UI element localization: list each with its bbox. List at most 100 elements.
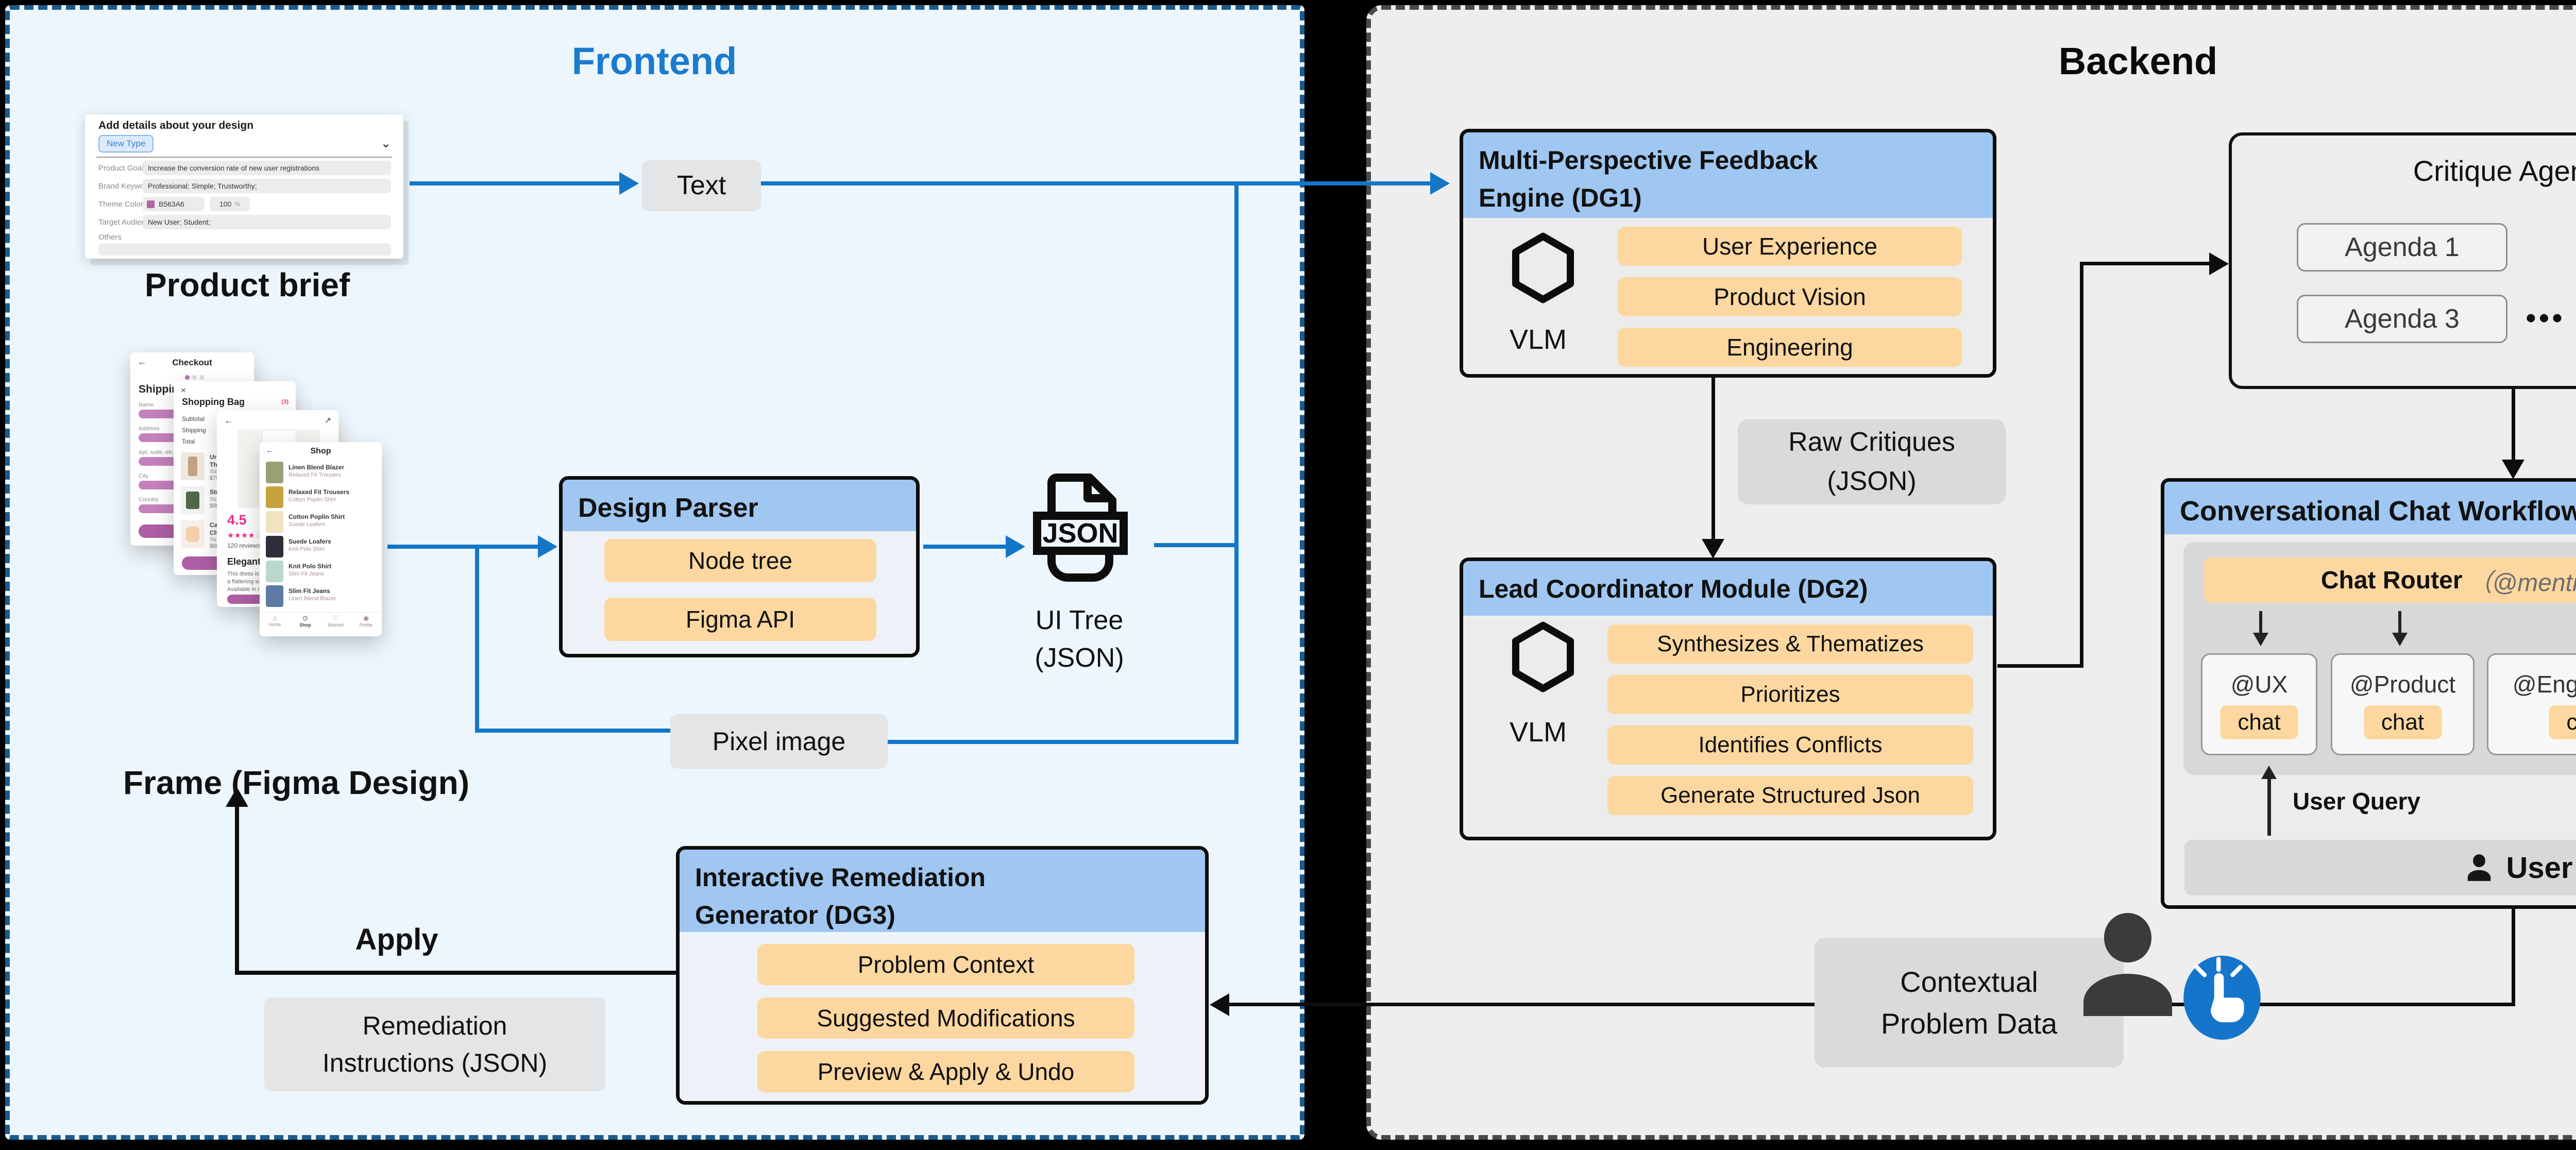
contextual-problem-node: Contextual Problem Data [1815, 938, 2124, 1068]
item-title: Cotton Poplin Shirt [289, 513, 345, 520]
close-icon: × [181, 385, 186, 395]
chevron-down-icon[interactable]: ⌄ [380, 137, 391, 150]
item-thumb [266, 486, 283, 508]
product-brief-card: Add details about your design New Type ⌄… [85, 114, 403, 259]
item-thumb [181, 452, 205, 480]
opacity-value: 100 [219, 200, 232, 208]
item-subtitle: Knit Polo Shirt [289, 546, 325, 552]
product-goal-field[interactable]: Increase the conversion rate of new user… [143, 161, 391, 175]
design-parser-title: Design Parser [563, 480, 916, 531]
chat-chip: chat [2220, 705, 2298, 739]
connector-branch-down [475, 545, 479, 733]
screen-title: Shopping Bag [182, 397, 245, 407]
home-icon: ⌂ [273, 614, 277, 622]
user-query-label: User Query [2293, 788, 2421, 815]
connector-trunk [1234, 181, 1239, 744]
agent-engineering-card: @Engineering chat [2487, 653, 2576, 755]
divider [96, 157, 392, 158]
prioritizes-pill: Prioritizes [1607, 675, 1973, 714]
item-price: $90 [210, 503, 219, 509]
target-audience-field[interactable]: New User; Student; [143, 215, 391, 229]
user-experience-pill: User Experience [1618, 227, 1962, 266]
bag-row: Shipping [182, 427, 206, 434]
field-label: Name [139, 402, 154, 408]
problem-context-pill: Problem Context [757, 944, 1134, 985]
brief-heading: Add details about your design [98, 120, 254, 131]
item-price: $80 [210, 543, 219, 549]
field-label: Target Audience [98, 218, 154, 227]
tab-home: ⌂Home [260, 614, 290, 627]
user-query-arrowhead [2261, 766, 2277, 779]
openai-logo-icon [1502, 227, 1584, 312]
arrowhead-into-parser [538, 535, 557, 558]
field-label: Product Goal [98, 164, 144, 173]
agent-product-card: @Product chat [2331, 653, 2475, 755]
frames-caption: Frame (Figma Design) [123, 764, 470, 801]
product-vision-pill: Product Vision [1618, 277, 1962, 316]
carousel-dot [192, 375, 197, 380]
item-thumb [266, 511, 283, 533]
item-subtitle: Slim Fit Jeans [289, 571, 325, 577]
opacity-field[interactable]: 100 % [210, 197, 250, 211]
brand-keywords-field[interactable]: Professional; Simple; Trustworthy; [143, 179, 391, 193]
user-label: User [2506, 851, 2573, 885]
back-arrow-icon: ← [138, 357, 147, 367]
bag-row: Subtotal [182, 415, 205, 422]
backend-title: Backend [2058, 40, 2218, 82]
screen-title: Checkout [172, 358, 212, 367]
item-subtitle: Linen Blend Blazer [289, 596, 336, 602]
item-thumb [266, 462, 283, 483]
section-title: Shipping [139, 383, 185, 395]
connector-uitree-to-trunk [1154, 543, 1239, 547]
divider [260, 612, 382, 613]
field-label: City [139, 473, 148, 479]
bag-count: (3) [281, 399, 289, 405]
chat-chip: chat [2549, 705, 2576, 739]
theme-color-field[interactable]: B563A6 [143, 197, 205, 211]
arrowhead-apply-up [226, 787, 248, 807]
openai-logo-icon [1502, 616, 1584, 701]
preview-apply-undo-pill: Preview & Apply & Undo [757, 1051, 1134, 1092]
color-swatch [147, 200, 155, 208]
arrowhead-into-chat [2502, 460, 2524, 479]
item-title: Relaxed Fit Trousers [289, 488, 350, 496]
tab-wishlist: ♡Wishlist [320, 614, 351, 628]
field-label: Theme Color [98, 200, 143, 209]
engineering-pill: Engineering [1618, 328, 1962, 367]
others-field[interactable] [98, 243, 391, 256]
click-pointer-icon [2178, 952, 2266, 1042]
item-size: Size: [210, 469, 222, 475]
connector-brief-to-text [410, 181, 622, 185]
rating-value: 4.5 [227, 512, 247, 528]
field-label: Brand Keywords [98, 182, 156, 191]
connector-frames-to-parser [387, 545, 539, 549]
text-node: Text [642, 160, 761, 211]
arrowhead-into-dg2 [1702, 539, 1724, 559]
structured-json-pill: Generate Structured Json [1607, 776, 1973, 815]
field-label: Country [139, 497, 159, 503]
dg2-title: Lead Coordinator Module (DG2) [1463, 561, 1993, 616]
item-thumb [181, 486, 205, 514]
screen-title: Shop [310, 447, 331, 455]
item-thumb [266, 561, 283, 582]
router-arrowhead [2392, 633, 2408, 646]
connector-text-to-dg1 [761, 181, 1431, 185]
item-subtitle: Cotton Poplin Shirt [289, 497, 336, 503]
node-tree-pill: Node tree [604, 539, 876, 582]
connector-dg1-to-dg2 [1711, 378, 1715, 540]
critique-agenda-title: Critique Agenda [2413, 155, 2576, 187]
new-type-chip[interactable]: New Type [98, 135, 154, 153]
json-file-icon: JSON [1023, 466, 1136, 595]
svg-text:JSON: JSON [1042, 518, 1118, 549]
agenda-3-chip: Agenda 3 [2297, 295, 2507, 343]
item-size: Size: [210, 537, 222, 543]
product-desc: This dress is per [227, 571, 269, 577]
connector-parser-to-json [923, 545, 1007, 549]
connector-chat-down [2512, 909, 2515, 1005]
item-subtitle: Suede Loafers [289, 521, 326, 528]
search-icon: ⊙ [302, 614, 308, 622]
frontend-title: Frontend [571, 40, 737, 82]
arrowhead-into-dg1 [1430, 172, 1450, 195]
tab-profile: ◉Profile [351, 614, 381, 628]
